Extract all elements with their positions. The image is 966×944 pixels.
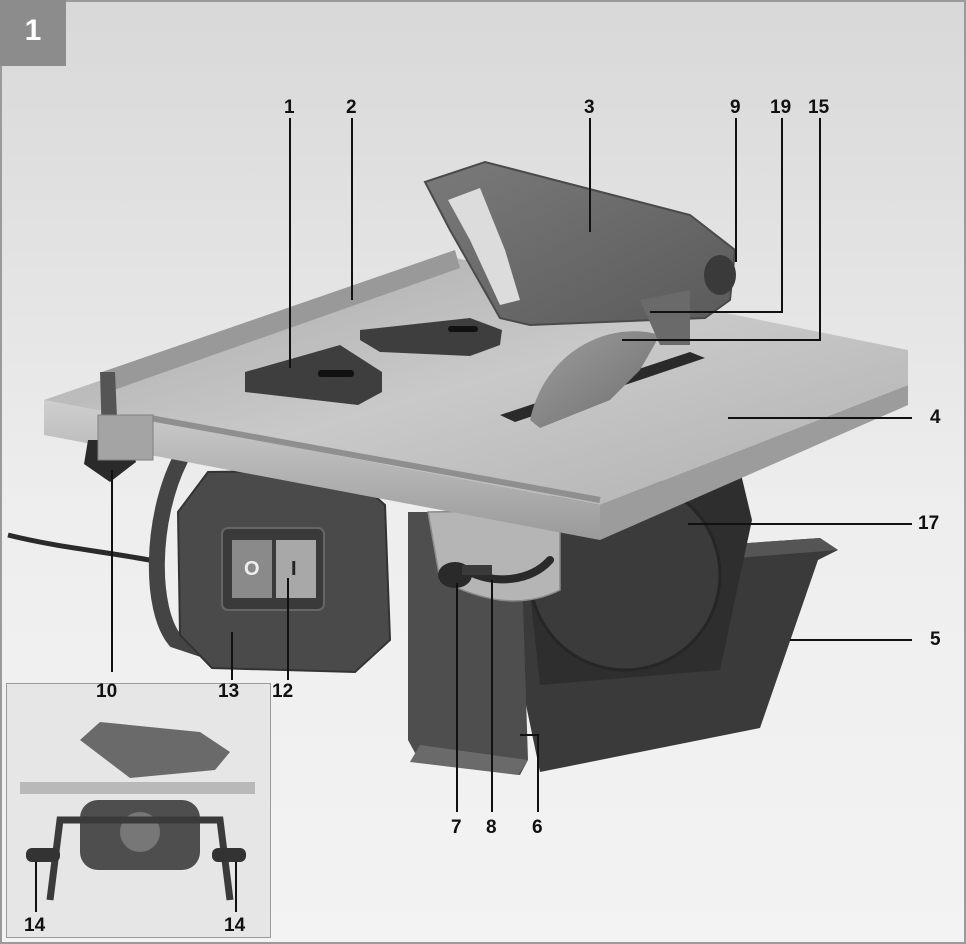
inset-table bbox=[20, 782, 255, 794]
leg-tube bbox=[148, 452, 243, 668]
switch-on-pad bbox=[276, 540, 316, 598]
fence-rail bbox=[102, 250, 460, 392]
guide-slot-front bbox=[318, 370, 354, 377]
inset-frame bbox=[6, 683, 271, 938]
callout-15: 15 bbox=[808, 97, 830, 118]
inset-handle-right bbox=[212, 848, 246, 862]
callout-2: 2 bbox=[346, 97, 357, 118]
leader-15 bbox=[622, 118, 821, 341]
callout-7: 7 bbox=[451, 817, 462, 838]
callout-17: 17 bbox=[918, 513, 940, 534]
leader-6 bbox=[520, 734, 539, 812]
guide-plate-front bbox=[245, 345, 382, 405]
support-foot bbox=[410, 745, 528, 775]
table-top bbox=[44, 258, 908, 505]
inset-arm bbox=[80, 722, 230, 778]
callout-9: 9 bbox=[730, 97, 741, 118]
callout-3: 3 bbox=[584, 97, 595, 118]
leader-19 bbox=[650, 118, 783, 313]
callout-4: 4 bbox=[930, 407, 941, 428]
switch-off-symbol: O bbox=[244, 558, 260, 580]
angle-slot bbox=[466, 556, 554, 584]
callout-6: 6 bbox=[532, 817, 543, 838]
switch-on-symbol: I bbox=[291, 558, 297, 580]
arm-lock-knob bbox=[704, 255, 736, 295]
figure-number-badge: 1 bbox=[0, 0, 66, 66]
callout-10: 10 bbox=[96, 681, 118, 702]
leader-lines bbox=[111, 118, 912, 812]
callout-5: 5 bbox=[930, 629, 941, 650]
callout-12: 12 bbox=[272, 681, 294, 702]
callout-1: 1 bbox=[284, 97, 295, 118]
scale-strip bbox=[149, 415, 601, 503]
callout-13: 13 bbox=[218, 681, 240, 702]
callout-14-right: 14 bbox=[224, 915, 246, 936]
guide-slot-back bbox=[448, 326, 478, 332]
inset-handle-left bbox=[26, 848, 60, 862]
figure-number: 1 bbox=[24, 14, 42, 47]
table-front-edge bbox=[44, 400, 600, 540]
fence-clamp-bracket bbox=[97, 414, 154, 461]
guard-bracket bbox=[640, 290, 690, 345]
guard-handle-cutout bbox=[448, 188, 520, 305]
saw-blade bbox=[530, 331, 660, 428]
callout-8: 8 bbox=[486, 817, 497, 838]
table-side-edge bbox=[600, 385, 908, 540]
callout-19: 19 bbox=[770, 97, 792, 118]
power-cord bbox=[7, 532, 161, 565]
bevel-knob-stem bbox=[462, 565, 492, 575]
callout-14-left: 14 bbox=[24, 915, 46, 936]
switch-off-pad bbox=[232, 540, 272, 598]
